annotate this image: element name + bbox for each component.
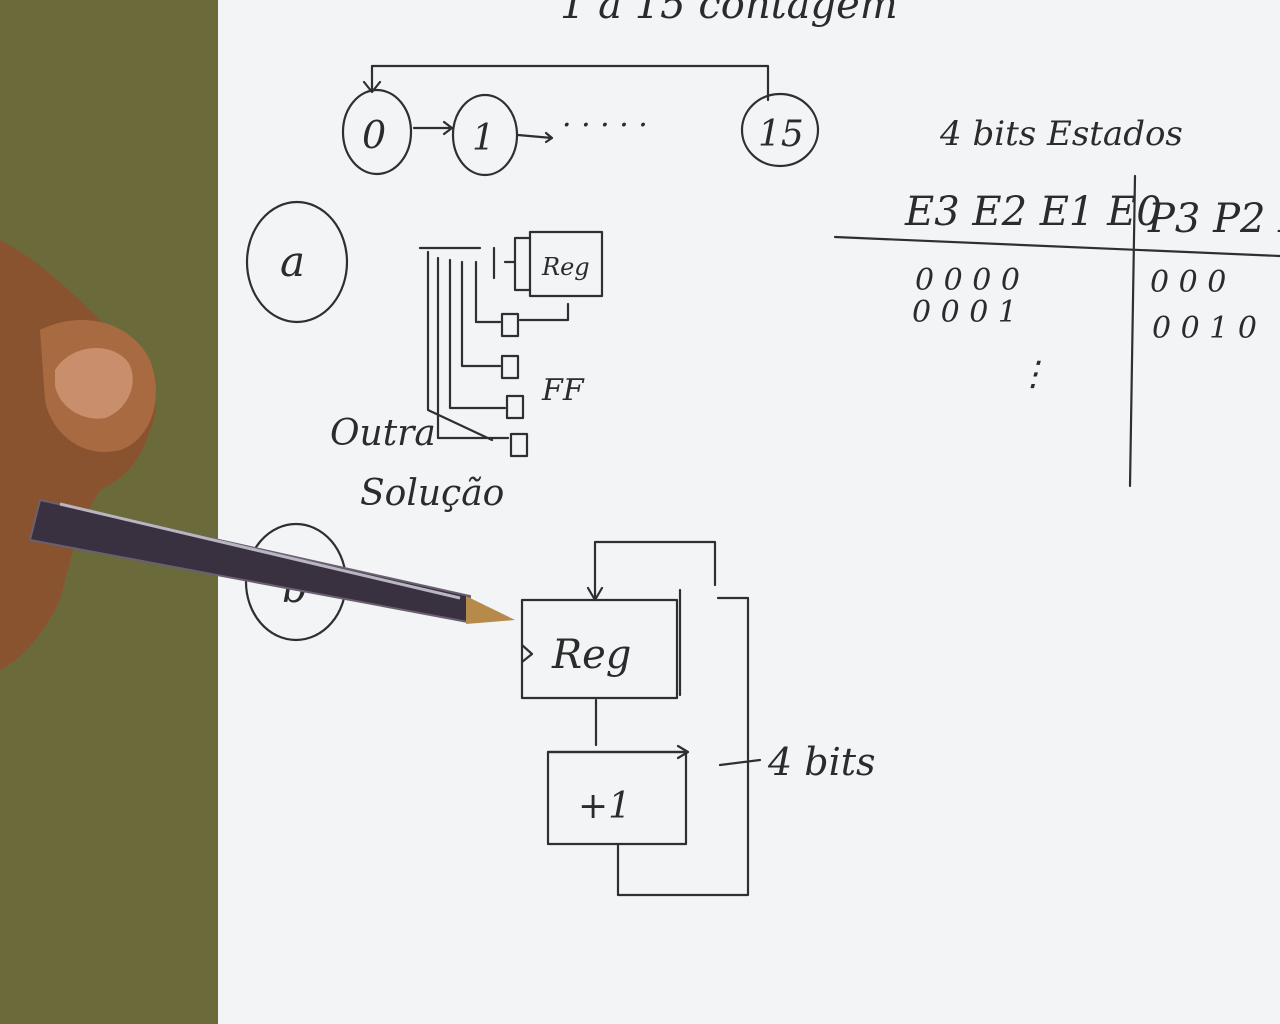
adder-label: +1: [578, 786, 631, 827]
row-2-left: 0 0 0 1: [912, 295, 1017, 330]
bits-width-label: 4 bits: [767, 740, 876, 784]
hand: [0, 240, 156, 670]
adder-feedback-wire: [616, 596, 762, 897]
rows-ellipsis: ⋮: [1016, 354, 1050, 394]
table-title: 4 bits Estados: [939, 114, 1183, 154]
table-horizontal-rule: [833, 235, 1280, 258]
reg-clock: [520, 643, 534, 664]
state-diagram: 0 1 · · · · · 15: [341, 64, 820, 177]
state-0-label: 0: [362, 113, 386, 157]
state-15-label: 15: [758, 114, 804, 155]
right-header: P3 P2 P1 P: [1147, 196, 1280, 242]
row-2-right: 0 0 1 0: [1152, 311, 1257, 346]
solucao-text: Solução: [360, 473, 504, 514]
small-reg-label: Reg: [541, 253, 590, 281]
thumbnail: [55, 348, 133, 419]
state-15-circle: [740, 92, 820, 168]
state-1-label: 1: [472, 118, 495, 159]
small-reg-box: [528, 230, 604, 298]
small-reg-wiring: [418, 236, 570, 442]
small-register-diagram: Reg FF: [418, 230, 604, 458]
state-0-circle: [341, 88, 413, 176]
table-vertical-rule: [1128, 174, 1137, 488]
left-header: E3 E2 E1 E0: [904, 189, 1162, 235]
ff-3: [509, 432, 529, 458]
pen: [28, 498, 515, 624]
label-a-text: a: [280, 237, 305, 286]
ff-0: [500, 312, 520, 338]
reg-label: Reg: [551, 632, 631, 678]
state-table: 4 bits Estados E3 E2 E1 E0 P3 P2 P1 P 0 …: [833, 114, 1280, 488]
arrow-0-1: [412, 120, 454, 136]
row-1-right: 0 0 0: [1150, 265, 1226, 300]
arrow-1-dots: [516, 131, 554, 144]
ff-label: FF: [541, 373, 585, 408]
ff-2: [505, 394, 525, 420]
outra-text: Outra: [330, 413, 436, 454]
adder-arrow: [546, 744, 690, 760]
state-dots: · · · · ·: [562, 108, 648, 143]
reg-box: [520, 598, 679, 700]
label-a-circle: [245, 200, 349, 324]
ff-1: [500, 354, 520, 380]
pen-highlight: [59, 502, 461, 600]
pen-tip: [466, 596, 515, 624]
top-partial-text: 1 a 15 contagem: [560, 0, 898, 28]
row-1-left: 0 0 0 0: [915, 263, 1020, 298]
feedback-arrow: [362, 64, 770, 102]
counter-diagram: Reg +1 4 bits: [520, 540, 876, 897]
